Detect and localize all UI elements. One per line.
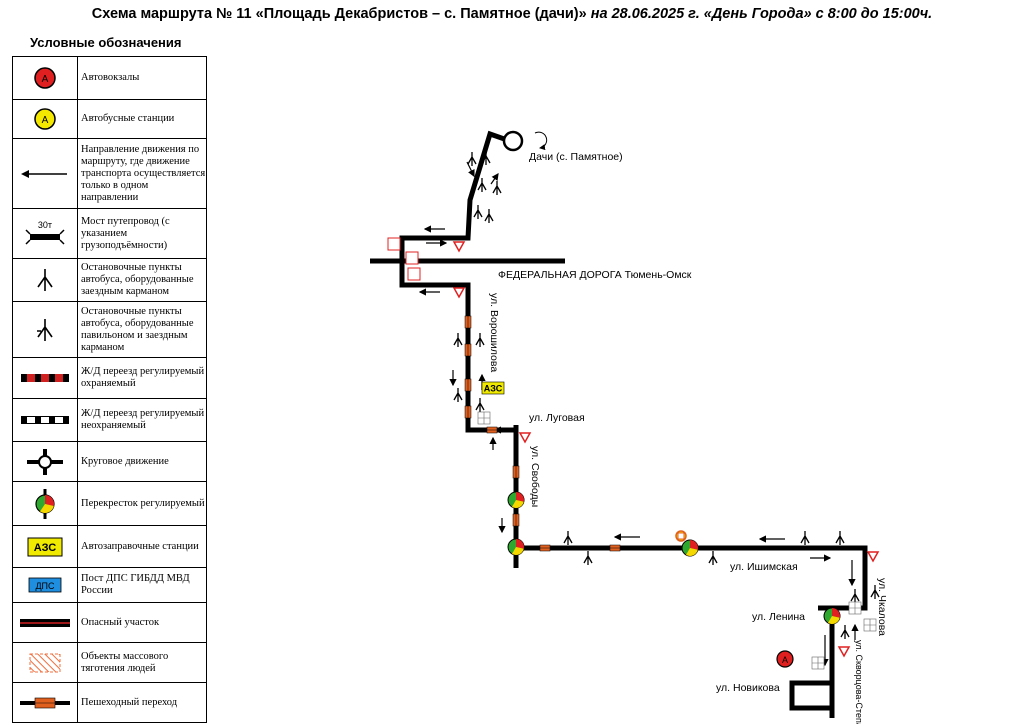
legend-row: Круговое движение — [12, 441, 207, 482]
legend-heading: Условные обозначения — [30, 35, 182, 50]
legend-label: Мост путепровод (с указанием грузоподъём… — [77, 208, 207, 259]
gas-station-icon: АЗС — [27, 537, 63, 556]
legend-label: Перекресток регулируемый — [77, 481, 207, 526]
title-main: Схема маршрута № 11 «Площадь Декабристов… — [91, 6, 587, 22]
legend-label: Пешеходный переход — [77, 682, 207, 723]
route-line — [399, 130, 868, 718]
federal-road-label: ФЕДЕРАЛЬНАЯ ДОРОГА Тюмень-Омск — [498, 269, 692, 281]
dachi-label: Дачи (с. Памятное) — [529, 151, 623, 163]
railway-crossing-unguarded-icon — [21, 416, 69, 424]
gas-station-icon — [481, 381, 505, 395]
svg-text:А: А — [42, 115, 49, 126]
junction-sign-icon — [387, 237, 421, 281]
legend-row: Пешеходный переход — [12, 682, 207, 723]
legend-row: 30т Мост путепровод (с указанием грузопо… — [12, 208, 207, 259]
legend-label: Остановочные пункты автобуса, оборудован… — [77, 258, 207, 302]
roundabout-icon — [502, 130, 524, 152]
bridge-icon: 30т — [25, 220, 65, 245]
legend-table: А Автовокзалы А Автобусные станции Напра… — [12, 56, 207, 723]
voroshilova-label: ул. Ворошилова — [488, 293, 500, 372]
traffic-light-icon — [507, 491, 841, 625]
legend-row: Остановочные пункты автобуса, оборудован… — [12, 301, 207, 358]
one-way-arrow-icon — [418, 161, 859, 667]
legend-label: Пост ДПС ГИБДД МВД России — [77, 567, 207, 603]
crowd-area-icon — [29, 653, 61, 672]
police-post-icon: ДПС — [28, 577, 62, 593]
roundabout-icon — [27, 448, 63, 475]
legend-label: Направление движения по маршруту, где дв… — [77, 138, 207, 209]
legend-row: Перекресток регулируемый — [12, 481, 207, 526]
bus-terminal-letter: А — [782, 655, 788, 665]
legend-row: Остановочные пункты автобуса, оборудован… — [12, 258, 207, 302]
chkalova-label: ул. Чкалова — [876, 578, 888, 636]
bus-stop-pocket-icon — [37, 269, 53, 291]
gas-station-label: АЗС — [484, 384, 503, 394]
bus-stop-pavilion-icon — [37, 318, 53, 341]
legend-row: Объекты массового тяготения людей — [12, 642, 207, 683]
legend-row: Направление движения по маршруту, где дв… — [12, 138, 207, 209]
svg-text:А: А — [42, 74, 49, 85]
police-post-text: ДПС — [35, 581, 55, 591]
dangerous-section-icon — [20, 618, 70, 627]
railway-crossing-guarded-icon — [21, 374, 69, 382]
turn-arrow-icon — [534, 131, 548, 151]
crowd-area-marker-icon — [675, 530, 687, 542]
one-way-arrow-icon — [21, 169, 67, 178]
pedestrian-crossing-icon — [20, 697, 70, 708]
legend-row: А Автобусные станции — [12, 99, 207, 139]
svobody-label: ул. Свободы — [529, 446, 541, 507]
novikova-label: ул. Новикова — [716, 682, 780, 694]
ishimskaya-label: ул. Ишимская — [730, 561, 798, 573]
lenina-label: ул. Ленина — [752, 611, 805, 623]
bridge-capacity-label: 30т — [38, 220, 52, 230]
title-date: на 28.06.2025 г. «День Города» с 8:00 до… — [586, 6, 933, 22]
bus-terminal-icon: А — [34, 67, 56, 89]
page-title: Схема маршрута № 11 «Площадь Декабристов… — [0, 6, 1024, 22]
legend-label: Остановочные пункты автобуса, оборудован… — [77, 301, 207, 358]
legend-row: ДПС Пост ДПС ГИБДД МВД России — [12, 567, 207, 603]
legend-label: Автобусные станции — [77, 99, 207, 139]
gas-station-text: АЗС — [34, 542, 57, 554]
lugovaya-label: ул. Луговая — [529, 412, 585, 424]
bus-station-icon: А — [34, 108, 56, 130]
traffic-light-icon — [35, 488, 55, 519]
skvortsova-label: ул. Скворцова-Степанова — [854, 640, 864, 724]
legend-label: Круговое движение — [77, 441, 207, 482]
bus-terminal-icon — [776, 650, 794, 668]
